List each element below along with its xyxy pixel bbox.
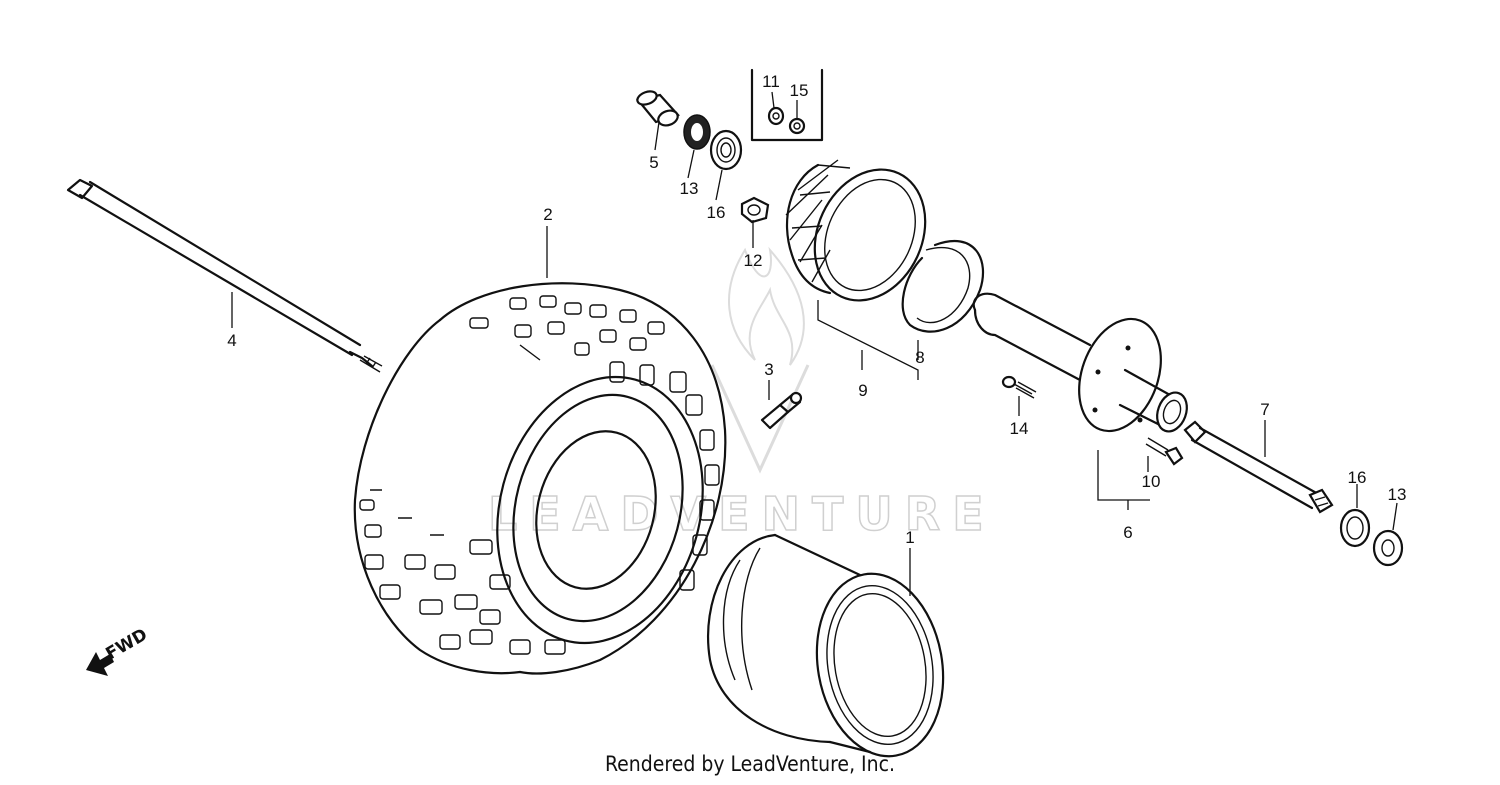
watermark-text: LEADVENTURE	[488, 487, 996, 541]
label-part-3: 3	[764, 360, 773, 379]
label-part-1: 1	[905, 528, 914, 547]
label-part-2: 2	[543, 205, 552, 224]
part-number-labels: 1 2 3 4 5 6 7 8 9 10 11 12 13 13 14 15 1…	[227, 72, 1406, 547]
bolt-small	[1001, 375, 1037, 399]
bearing-lower	[1339, 508, 1404, 567]
fwd-arrow: FWD	[86, 625, 151, 676]
label-part-4: 4	[227, 331, 236, 350]
bearing-upper	[683, 114, 743, 171]
label-part-14: 14	[1010, 419, 1029, 438]
collar	[636, 90, 680, 127]
label-part-7: 7	[1260, 400, 1269, 419]
label-part-9: 9	[858, 381, 867, 400]
label-part-5: 5	[649, 153, 658, 172]
watermark: LEADVENTURE	[487, 246, 996, 542]
fwd-label: FWD	[103, 625, 152, 665]
tire	[353, 282, 727, 675]
valve-stem	[760, 391, 803, 430]
label-part-10: 10	[1142, 472, 1161, 491]
brake-drum	[785, 159, 927, 302]
label-part-11: 11	[762, 72, 780, 91]
nut-box	[750, 68, 824, 142]
label-part-13-upper: 13	[680, 179, 699, 198]
label-part-12: 12	[744, 251, 763, 270]
nut	[740, 196, 770, 224]
rim	[706, 533, 945, 758]
hub	[972, 292, 1188, 433]
label-part-15: 15	[790, 81, 809, 100]
label-part-16-upper: 16	[707, 203, 726, 222]
credit-line: Rendered by LeadVenture, Inc.	[605, 752, 895, 776]
axle-short	[1183, 420, 1334, 514]
axle-long	[66, 178, 383, 373]
label-part-6: 6	[1123, 523, 1132, 542]
bolt-hub	[1145, 437, 1184, 466]
leader-lines	[231, 91, 1398, 596]
label-part-13-lower: 13	[1388, 485, 1407, 504]
snap-ring	[901, 239, 985, 333]
label-part-8: 8	[915, 348, 924, 367]
label-part-16-lower: 16	[1348, 468, 1367, 487]
